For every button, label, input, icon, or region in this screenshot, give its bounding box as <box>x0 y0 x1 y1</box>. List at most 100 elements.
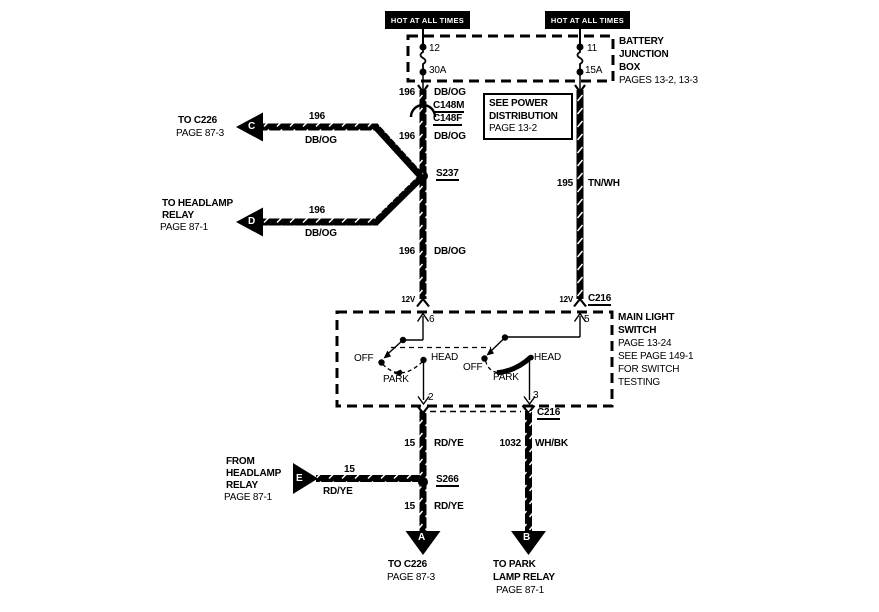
mls-see1: SEE PAGE 149-1 <box>618 351 694 362</box>
triangle-b-letter: B <box>523 532 531 543</box>
mls-title2: SWITCH <box>618 325 657 336</box>
wire-195-tnwh-vertical <box>576 90 584 299</box>
from-relay-page: PAGE 87-1 <box>224 492 273 503</box>
power-note-line1: SEE POWER <box>489 98 548 109</box>
wire-flares-c216-bottom <box>416 404 536 414</box>
circuit-196-c: 196 <box>308 111 325 122</box>
splice-s266-label: S266 <box>436 474 459 487</box>
offpage-triangle-d <box>236 207 263 237</box>
switch-pin-2 <box>417 360 430 406</box>
connector-c148-symbol <box>409 103 437 118</box>
to-headlamp-line1: TO HEADLAMP <box>162 198 233 209</box>
hot-at-all-times-right: HOT AT ALL TIMES <box>545 11 630 29</box>
wire-15-rdye-from-e <box>316 475 420 482</box>
triangle-a-letter: A <box>418 532 426 543</box>
power-distribution-note: SEE POWER DISTRIBUTION PAGE 13-2 <box>483 93 573 140</box>
color-dbog-2: DB/OG <box>434 131 466 142</box>
wire-flare-12v-right <box>573 298 587 308</box>
battery-junction-box-outline <box>406 34 615 83</box>
to-c226-lower-line1: TO C226 <box>388 559 427 570</box>
wire-196-to-c226 <box>260 123 378 131</box>
triangle-e-letter: E <box>296 473 303 484</box>
battery-line3: BOX <box>619 62 641 73</box>
circuit-196-d: 196 <box>308 205 325 216</box>
to-headlamp-line2: RELAY <box>162 210 194 221</box>
from-relay-line3: RELAY <box>226 480 258 491</box>
offpage-triangle-a <box>405 531 441 555</box>
offpage-triangle-b <box>511 531 546 555</box>
mls-see2: FOR SWITCH <box>618 364 680 375</box>
pin-5-label: 5 <box>584 314 590 325</box>
left-off-label: OFF <box>354 353 374 364</box>
color-rdye-1: RD/YE <box>434 438 464 449</box>
splice-s266-dot <box>418 477 428 487</box>
to-c226-upper-line1: TO C226 <box>178 115 217 126</box>
connector-c216-top-label: C216 <box>588 293 612 306</box>
circuit-15-e: 15 <box>344 464 355 475</box>
right-park-label: PARK <box>493 372 519 383</box>
battery-line1: BATTERY <box>619 36 664 47</box>
to-park-page: PAGE 87-1 <box>496 585 545 596</box>
circuit-195: 195 <box>556 178 573 189</box>
offpage-triangle-e <box>293 463 318 494</box>
color-dbog-d: DB/OG <box>305 228 337 239</box>
fuse-11-15a <box>576 43 584 92</box>
right-off-label: OFF <box>463 362 483 373</box>
wire-flare-12v-left <box>416 298 430 308</box>
to-c226-upper-page: PAGE 87-3 <box>176 128 225 139</box>
switch-pole-left <box>378 336 427 377</box>
power-feed-stubs <box>422 29 581 44</box>
wire-196-diagonal-c <box>372 123 425 180</box>
hot-left-label: HOT AT ALL TIMES <box>390 15 465 25</box>
wire-1032-whbk-vertical <box>525 411 532 532</box>
wire-196-dbog-vertical <box>419 90 427 299</box>
to-park-line1: TO PARK <box>493 559 536 570</box>
triangle-c-letter: C <box>248 121 256 132</box>
wire-196-diagonal-d <box>372 173 425 226</box>
power-note-line3: PAGE 13-2 <box>489 123 538 134</box>
right-head-label: HEAD <box>534 352 561 363</box>
color-whbk: WH/BK <box>535 438 568 449</box>
circuit-1032: 1032 <box>499 438 522 449</box>
to-park-line2: LAMP RELAY <box>493 572 555 583</box>
pin-3-label: 3 <box>533 390 539 401</box>
connector-c148m-label: C148M <box>433 100 465 113</box>
fuse-left-rating: 30A <box>429 65 447 76</box>
hot-right-label: HOT AT ALL TIMES <box>550 15 625 25</box>
to-headlamp-page: PAGE 87-1 <box>160 222 209 233</box>
triangle-d-letter: D <box>248 216 256 227</box>
voltage-right: 12V <box>559 295 573 304</box>
fuse-right-rating: 15A <box>585 65 603 76</box>
color-rdye-2: RD/YE <box>434 501 464 512</box>
to-c226-lower-page: PAGE 87-3 <box>387 572 436 583</box>
main-light-switch-outline <box>335 310 614 408</box>
connector-c148f-label: C148F <box>433 113 463 126</box>
fuse-12-30a <box>419 43 427 92</box>
from-relay-line1: FROM <box>226 456 255 467</box>
pin-2-label: 2 <box>428 392 434 403</box>
switch-pin-6 <box>404 312 430 341</box>
fuse-right-position: 11 <box>587 43 597 54</box>
circuit-196-1: 196 <box>398 87 415 98</box>
color-dbog-c: DB/OG <box>305 135 337 146</box>
wire-15-rdye-vertical <box>419 411 427 532</box>
circuit-15-2: 15 <box>404 501 415 512</box>
pin-6-label: 6 <box>429 314 435 325</box>
power-note-line2: DISTRIBUTION <box>489 110 558 122</box>
circuit-196-3: 196 <box>398 246 415 257</box>
offpage-triangle-c <box>236 112 263 142</box>
from-relay-line2: HEADLAMP <box>226 468 282 479</box>
color-dbog-1: DB/OG <box>434 87 466 98</box>
voltage-left: 12V <box>401 295 415 304</box>
hot-at-all-times-left: HOT AT ALL TIMES <box>385 11 470 29</box>
switch-pin-5 <box>506 312 587 338</box>
circuit-15-1: 15 <box>404 438 415 449</box>
color-rdye-e: RD/YE <box>323 486 353 497</box>
color-tnwh: TN/WH <box>588 178 620 189</box>
mls-title1: MAIN LIGHT <box>618 312 675 323</box>
circuit-196-2: 196 <box>398 131 415 142</box>
battery-line2: JUNCTION <box>619 49 669 60</box>
wire-196-to-headlamp-relay <box>260 218 378 226</box>
